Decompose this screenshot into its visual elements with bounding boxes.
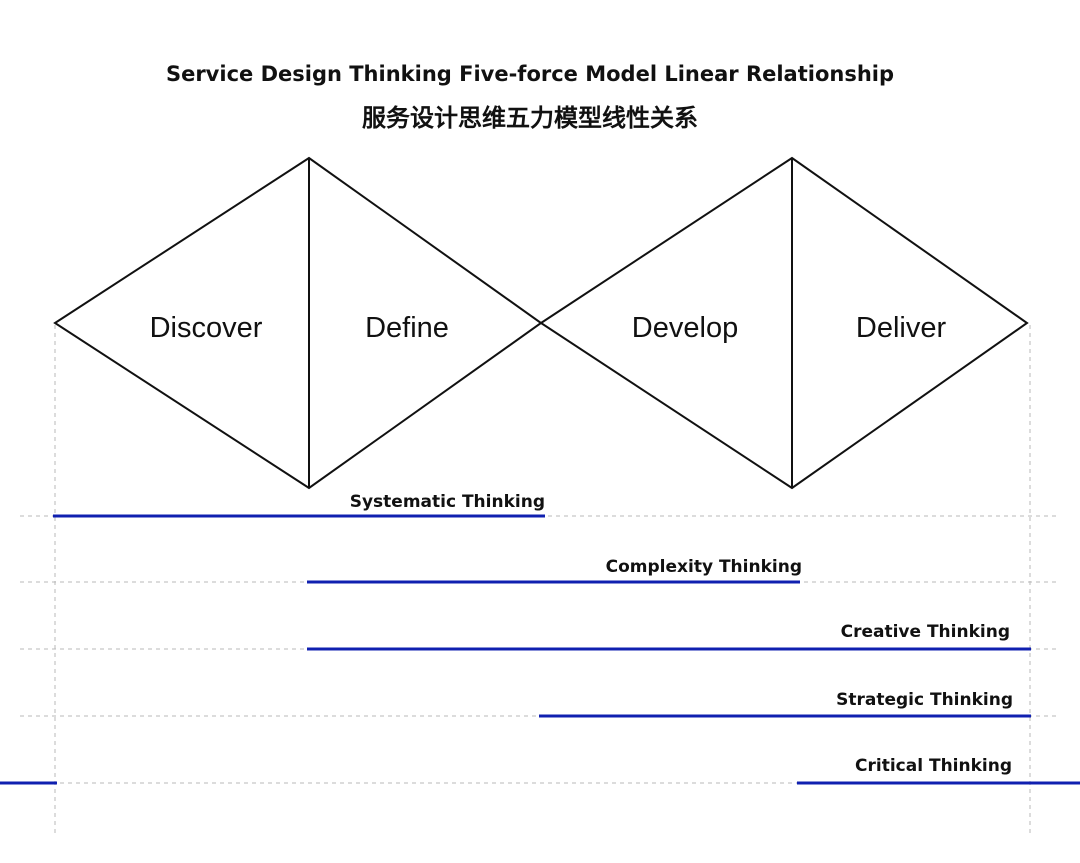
phase-define: Define xyxy=(365,312,449,344)
title-english: Service Design Thinking Five-force Model… xyxy=(165,62,895,86)
label-critical: Critical Thinking xyxy=(855,756,1012,776)
phase-discover: Discover xyxy=(150,312,263,344)
phase-develop: Develop xyxy=(632,312,738,344)
diamond-left xyxy=(53,156,543,490)
label-complexity: Complexity Thinking xyxy=(606,557,802,577)
phase-deliver: Deliver xyxy=(856,312,947,344)
label-creative: Creative Thinking xyxy=(841,622,1010,642)
label-systematic: Systematic Thinking xyxy=(350,492,545,512)
diamond-right xyxy=(539,156,1029,490)
label-strategic: Strategic Thinking xyxy=(836,690,1013,710)
title-chinese: 服务设计思维五力模型线性关系 xyxy=(362,104,698,132)
